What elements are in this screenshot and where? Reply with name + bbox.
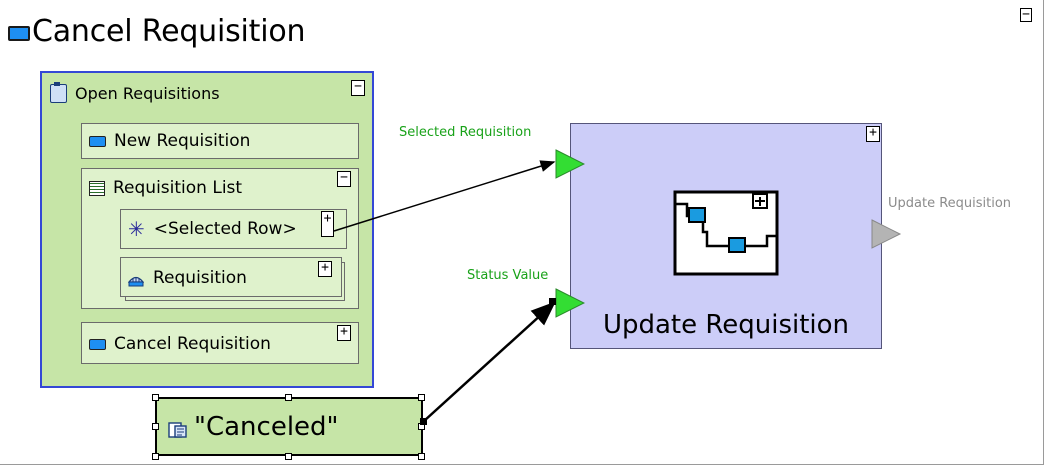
- selection-handle[interactable]: [152, 423, 159, 430]
- requisition-list-label: Requisition List: [113, 178, 243, 198]
- diagram-title-label: Cancel Requisition: [32, 14, 306, 49]
- status-value-port-label: Status Value: [467, 268, 549, 283]
- new-requisition-box[interactable]: [81, 123, 359, 159]
- cancel-requisition-box[interactable]: [81, 322, 359, 364]
- status-value-connector: [423, 301, 556, 422]
- selection-handle[interactable]: [285, 394, 292, 401]
- sub-process-icon: [673, 190, 779, 276]
- requisition-box[interactable]: [120, 257, 342, 297]
- connector-handle: [549, 298, 556, 305]
- update-requisition-output-label: Update Requisition: [888, 196, 1012, 211]
- canceled-constant-label: "Canceled": [194, 412, 339, 442]
- expand-toggle[interactable]: +: [866, 126, 880, 142]
- open-requisitions-label: Open Requisitions: [75, 84, 220, 103]
- selected-row-connector: [333, 160, 556, 232]
- requisition-list-header: Requisition List: [89, 178, 242, 198]
- expand-toggle[interactable]: +: [321, 211, 334, 237]
- asterisk-icon: ✳: [128, 217, 145, 241]
- selected-row-header: ✳ <Selected Row>: [128, 219, 297, 239]
- database-icon: [127, 272, 145, 287]
- constant-icon: [168, 417, 188, 438]
- canceled-constant-header: "Canceled": [168, 412, 339, 442]
- selected-requisition-port-label: Selected Requisition: [399, 125, 532, 140]
- requisition-label: Requisition: [153, 268, 247, 288]
- grid-table-icon: [89, 180, 105, 196]
- selection-handle[interactable]: [285, 453, 292, 460]
- cancel-requisition-label: Cancel Requisition: [114, 334, 271, 354]
- screen-icon: [89, 135, 106, 147]
- requisition-header: Requisition: [127, 268, 247, 288]
- selected-row-box[interactable]: [120, 209, 347, 249]
- selected-row-label: <Selected Row>: [153, 219, 297, 239]
- open-requisitions-header: Open Requisitions: [50, 82, 220, 103]
- collapse-toggle[interactable]: −: [337, 171, 351, 187]
- selection-handle[interactable]: [418, 453, 425, 460]
- selected-requisition-port[interactable]: [555, 149, 586, 179]
- collapse-toggle[interactable]: −: [351, 80, 365, 96]
- connector-handle: [420, 418, 427, 425]
- clipboard-icon: [50, 82, 67, 103]
- new-requisition-header: New Requisition: [89, 131, 250, 151]
- update-requisition-output-port[interactable]: [870, 218, 902, 250]
- cancel-requisition-header: Cancel Requisition: [89, 334, 271, 354]
- selection-handle[interactable]: [418, 394, 425, 401]
- diagram-title: Cancel Requisition: [8, 14, 306, 49]
- expand-toggle[interactable]: +: [337, 325, 351, 341]
- new-requisition-label: New Requisition: [114, 131, 251, 151]
- collapse-toggle[interactable]: −: [1020, 8, 1032, 22]
- selection-handle[interactable]: [152, 453, 159, 460]
- screen-icon: [89, 338, 106, 350]
- expand-toggle[interactable]: +: [318, 261, 332, 277]
- selection-handle[interactable]: [152, 394, 159, 401]
- update-requisition-label: Update Requisition: [602, 310, 850, 340]
- screen-icon: [8, 25, 30, 41]
